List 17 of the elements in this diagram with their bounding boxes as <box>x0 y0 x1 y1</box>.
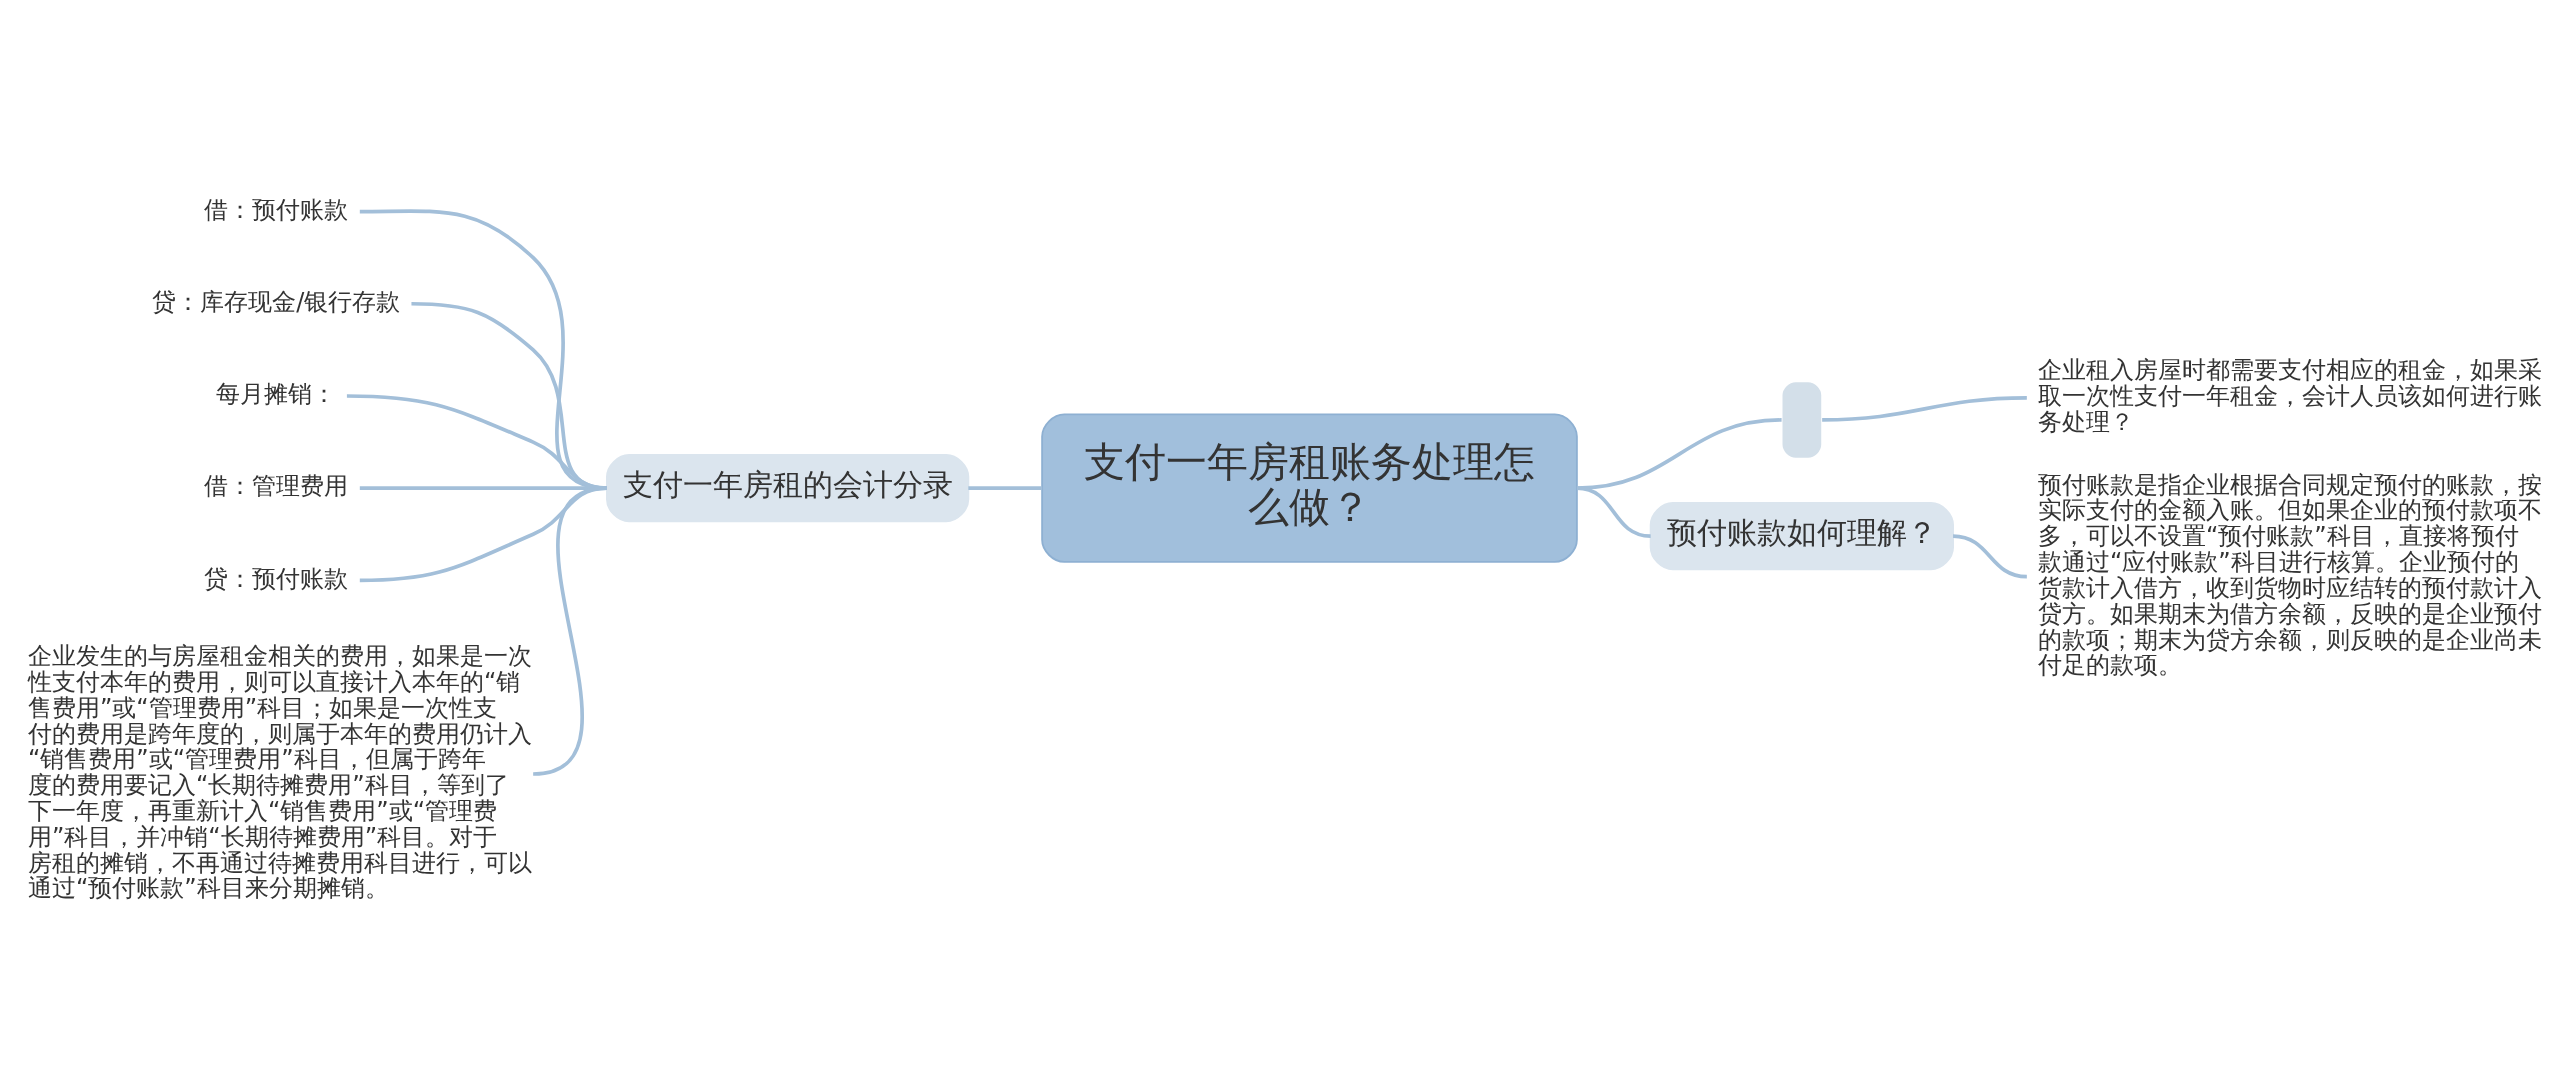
node-box: 支付一年房租的会计分录 <box>606 454 970 523</box>
node-text: 预付账款是指企业根据合同规定预付的账款，按实际支付的金额入账。但如果企业的预付款项不多，可以不设置“预付账款”科目，直接将预付款通过“应付账款”科目进行核算。企业预付的货款计入借方，收到货物时应结转的预付款计入贷方。如果期末为借方余额，反映的是企业预付的款项；期末为贷方余额，则反映的是企业尚未付足的款项。 <box>2037 470 2542 680</box>
node-text: 企业租入房屋时都需要支付相应的租金，如果采取一次性支付一年租金，会计人员该如何进行账务处理？ <box>2037 356 2542 436</box>
node-text: 贷：预付账款 <box>203 564 348 593</box>
node-box <box>1782 382 1822 458</box>
connector <box>1576 486 1651 538</box>
node-text: 贷：库存现金/银行存款 <box>152 288 401 317</box>
node-text: 借：管理费用 <box>203 472 348 501</box>
connector <box>1952 534 2027 579</box>
connector <box>1822 395 2027 422</box>
node-text: 企业发生的与房屋租金相关的费用，如果是一次性支付本年的费用，则可以直接计入本年的“销售费用”或“管理费用”科目；如果是一次性支付的费用是跨年度的，则属于本年的费用仍计入“销售费用”或“管理费用”科目，但属于跨年度的费用要记入“长期待摊费用”科目，等到了下一年度，再重新计入“销售费用”或“管理费用”科目，并冲销“长期待摊费用”科目。对于房租的摊销，不再通过待摊费用科目进行，可以通过“预付账款”科目来分期摊销。 <box>27 642 532 903</box>
node-text: 借：预付账款 <box>203 195 348 224</box>
connector <box>968 486 1043 491</box>
node-box: 支付一年房租账务处理怎么做？ <box>1041 413 1578 563</box>
node-text: 每月摊销： <box>215 380 336 409</box>
connector <box>1576 418 1782 491</box>
node-box: 预付账款如何理解？ <box>1649 502 1954 571</box>
